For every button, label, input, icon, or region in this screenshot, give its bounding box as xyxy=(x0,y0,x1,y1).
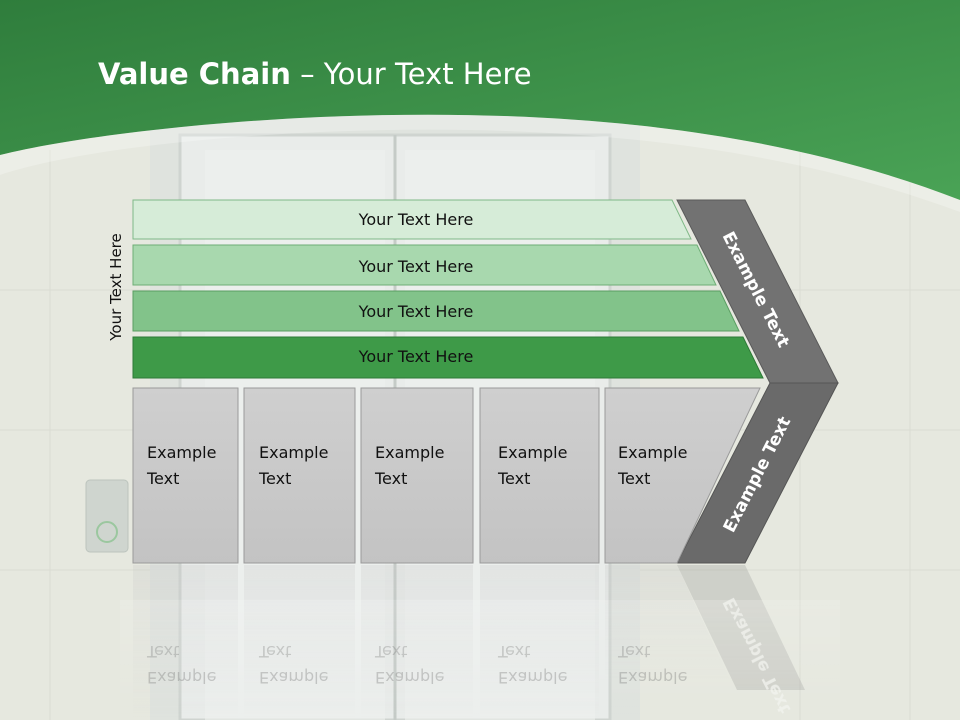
box-3 xyxy=(360,387,474,564)
chevron-lower xyxy=(676,382,839,564)
header-banner xyxy=(0,0,960,212)
band-2-label: Your Text Here xyxy=(358,257,474,276)
band-2 xyxy=(132,244,717,286)
side-label: Your Text Here xyxy=(107,233,125,341)
title-bold: Value Chain xyxy=(98,57,291,91)
box-1 xyxy=(132,387,239,564)
box-4 xyxy=(479,387,600,564)
box-2 xyxy=(243,387,356,564)
band-1-label: Your Text Here xyxy=(358,210,474,229)
band-3 xyxy=(132,290,740,332)
support-activity-bands: Your Text Here Your Text Here Your Text … xyxy=(132,199,764,379)
band-4-label: Your Text Here xyxy=(358,347,474,366)
slide-title: Value Chain – Your Text Here xyxy=(98,57,532,91)
band-3-label: Your Text Here xyxy=(358,302,474,321)
title-rest: – Your Text Here xyxy=(291,57,532,91)
band-4 xyxy=(132,336,764,379)
box-5 xyxy=(604,387,761,564)
band-1 xyxy=(132,199,692,240)
call-button-icon xyxy=(96,521,118,543)
